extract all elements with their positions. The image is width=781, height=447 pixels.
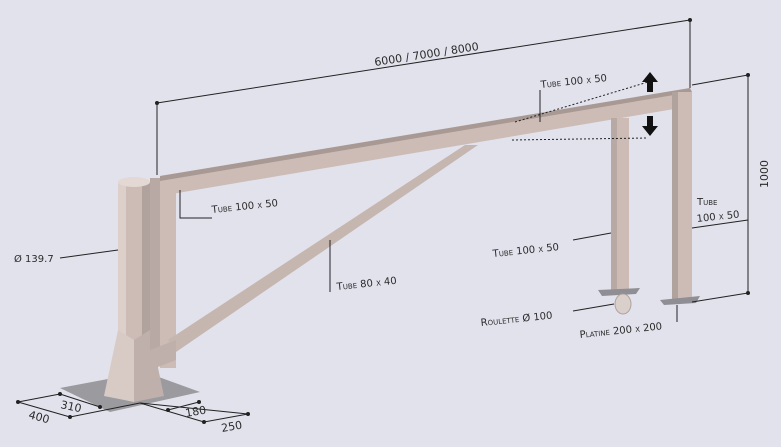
wheel xyxy=(614,293,632,315)
down-arrow-icon xyxy=(642,116,658,136)
base-400: 400 xyxy=(27,408,51,426)
base-180: 180 xyxy=(184,404,207,420)
top-beam xyxy=(160,88,692,196)
label-end-post-line1: Tube xyxy=(696,197,717,208)
label-top-tube-left: Tube 100 x 50 xyxy=(210,198,278,216)
label-wheel: Roulette Ø 100 xyxy=(480,310,553,329)
label-wheel-leg-tube: Tube 100 x 50 xyxy=(491,242,559,260)
label-top-tube-right: Tube 100 x 50 xyxy=(539,73,607,91)
base-250: 250 xyxy=(220,419,243,435)
height-value: 1000 xyxy=(758,160,771,188)
base-dimensions: 400 310 180 250 xyxy=(16,392,250,435)
hinge-frame xyxy=(150,178,160,353)
height-dimension: 1000 xyxy=(691,73,771,303)
up-arrow-icon xyxy=(642,72,658,92)
label-plate: Platine 200 x 200 xyxy=(579,321,663,341)
label-post-diameter: Ø 139.7 xyxy=(14,253,54,265)
label-end-post-line2: 100 x 50 xyxy=(696,210,740,225)
label-diagonal-tube: Tube 80 x 40 xyxy=(335,276,397,293)
length-value: 6000 / 7000 / 8000 xyxy=(373,40,479,69)
base-310: 310 xyxy=(59,398,82,415)
diagonal-brace xyxy=(168,145,478,352)
post-gusset xyxy=(104,330,134,402)
